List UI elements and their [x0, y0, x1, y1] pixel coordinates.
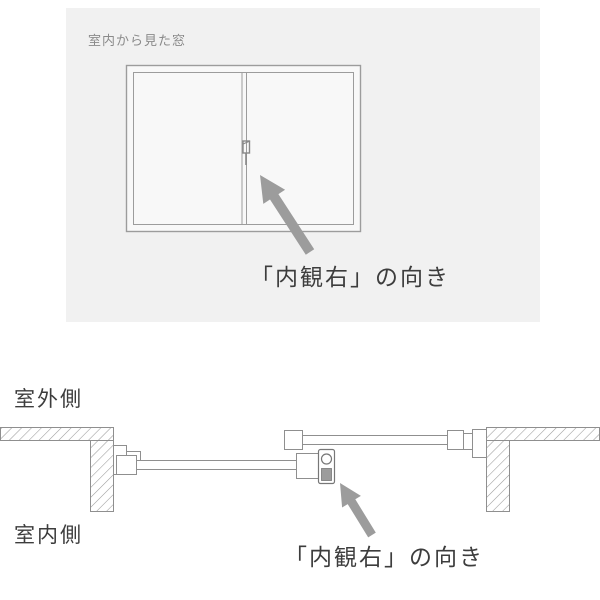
- wall-left-head: [0, 427, 114, 441]
- wall-right-head: [486, 427, 600, 441]
- inside-side-label: 室内側: [14, 524, 83, 547]
- wall-right-jamb: [486, 440, 510, 512]
- sash-outdoor: [284, 430, 464, 450]
- window-elevation-drawing: [125, 64, 362, 255]
- cross-section-drawing: [0, 427, 600, 538]
- direction-label-bottom: 「内観右」の向き: [284, 544, 484, 570]
- window-inner-frame: [133, 72, 354, 225]
- panel-caption: 室内から見た窓: [88, 33, 187, 48]
- interior-view-panel: 室内から見た窓 「内観右」の向き: [66, 8, 540, 322]
- pointer-arrow-icon: [340, 483, 376, 538]
- outside-side-label: 室外側: [14, 388, 83, 411]
- sash-indoor: [116, 453, 323, 479]
- pointer-arrow-icon: [260, 175, 315, 255]
- wall-left-jamb: [90, 440, 114, 512]
- crescent-lock-icon: [242, 140, 251, 165]
- crescent-lock-icon: [317, 448, 336, 485]
- direction-label-top: 「内観右」の向き: [250, 264, 450, 290]
